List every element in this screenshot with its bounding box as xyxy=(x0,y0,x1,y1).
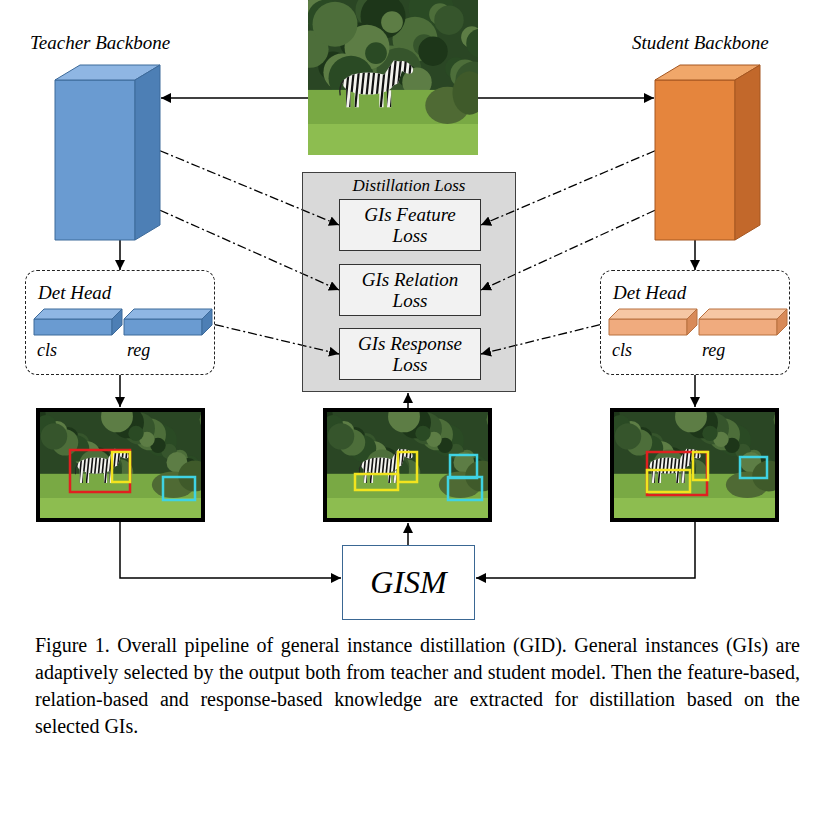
input-arrow xyxy=(478,97,654,99)
head-branch: reg xyxy=(124,307,214,369)
gism-input-arrow xyxy=(120,522,341,578)
loss-box: GIs Response Loss xyxy=(339,328,481,380)
node-label: GIs Relation Loss xyxy=(350,269,470,312)
face xyxy=(202,309,212,335)
branch-label: reg xyxy=(702,340,725,361)
head-branch: reg xyxy=(699,307,789,369)
loss-panel-fill xyxy=(302,172,516,392)
detection-box xyxy=(740,457,767,478)
detection-box xyxy=(112,452,130,482)
node-label: GISM xyxy=(370,565,446,600)
face xyxy=(34,309,122,319)
face xyxy=(55,80,135,240)
face xyxy=(135,65,160,240)
output-arrow xyxy=(694,375,696,407)
slab-shape xyxy=(609,307,699,337)
face xyxy=(124,309,212,319)
panel-frame xyxy=(325,410,490,520)
face xyxy=(735,65,760,240)
face xyxy=(34,319,112,335)
detection-box xyxy=(355,474,398,490)
branch-label: reg xyxy=(127,340,150,361)
loss-box: GIs Feature Loss xyxy=(339,199,481,251)
node-label: GIs Feature Loss xyxy=(350,204,470,247)
slab-shape xyxy=(699,307,789,337)
layout-arrows xyxy=(120,98,695,578)
gism-box: GISM xyxy=(342,545,475,620)
face xyxy=(112,309,122,335)
node-label: Distillation Loss xyxy=(303,176,515,196)
image-panels xyxy=(30,0,794,520)
figure-caption: Figure 1. Overall pipeline of general in… xyxy=(35,632,800,740)
face xyxy=(699,309,787,319)
face xyxy=(687,309,697,335)
backbone-cuboid: Teacher Backbone xyxy=(55,65,160,240)
head-branch: cls xyxy=(609,307,699,369)
slab-shape xyxy=(34,307,124,337)
cuboid-shape xyxy=(55,65,160,240)
gism-output-arrow xyxy=(407,523,409,545)
zebra-figure xyxy=(329,54,417,114)
head-branch: cls xyxy=(34,307,124,369)
panel-frame xyxy=(612,410,777,520)
det-head-box: cls reg Det Head xyxy=(25,270,215,375)
branch-label: cls xyxy=(612,340,632,361)
photo-panel xyxy=(291,0,495,155)
face xyxy=(609,309,697,319)
gism-input-arrow xyxy=(476,522,695,578)
detection-box xyxy=(448,477,482,500)
loss-box: GIs Relation Loss xyxy=(339,264,481,316)
distill-connector xyxy=(481,210,655,290)
face xyxy=(655,80,735,240)
distill-connector xyxy=(481,325,600,354)
panel-frame xyxy=(38,410,203,520)
node-label: Det Head xyxy=(38,282,111,304)
detection-box xyxy=(647,452,707,495)
backbone-heading: Teacher Backbone xyxy=(30,32,170,54)
branch-label: cls xyxy=(37,340,57,361)
photo-panel xyxy=(604,400,794,520)
detection-box xyxy=(70,450,130,492)
face xyxy=(699,319,777,335)
flow-arrow xyxy=(694,240,696,270)
distill-connector xyxy=(481,151,655,225)
distill-connector xyxy=(215,325,339,354)
detection-box xyxy=(398,452,417,482)
loss-input-arrow xyxy=(407,393,409,408)
backbone-heading: Student Backbone xyxy=(632,32,769,54)
loss-group-box: GIs Feature LossGIs Relation LossGIs Res… xyxy=(302,172,516,392)
detection-box xyxy=(163,477,195,500)
node-label: GIs Response Loss xyxy=(350,333,470,376)
output-arrow xyxy=(119,375,121,407)
face xyxy=(609,319,687,335)
face xyxy=(777,309,787,335)
photo-panel xyxy=(30,400,220,520)
distill-connector xyxy=(160,151,339,225)
node-label: Det Head xyxy=(613,282,686,304)
det-head-box: cls reg Det Head xyxy=(600,270,790,375)
backbone-cuboid: Student Backbone xyxy=(655,65,760,240)
detection-box xyxy=(450,455,477,478)
slab-shape xyxy=(124,307,214,337)
flow-arrow xyxy=(119,240,121,270)
input-arrow xyxy=(161,97,308,99)
cuboid-shape xyxy=(655,65,760,240)
distill-connector xyxy=(160,210,339,290)
detection-box xyxy=(693,452,708,480)
detection-box xyxy=(647,470,690,492)
face xyxy=(124,319,202,335)
loss-panel-fill xyxy=(302,172,516,392)
photo-panel xyxy=(317,400,507,520)
